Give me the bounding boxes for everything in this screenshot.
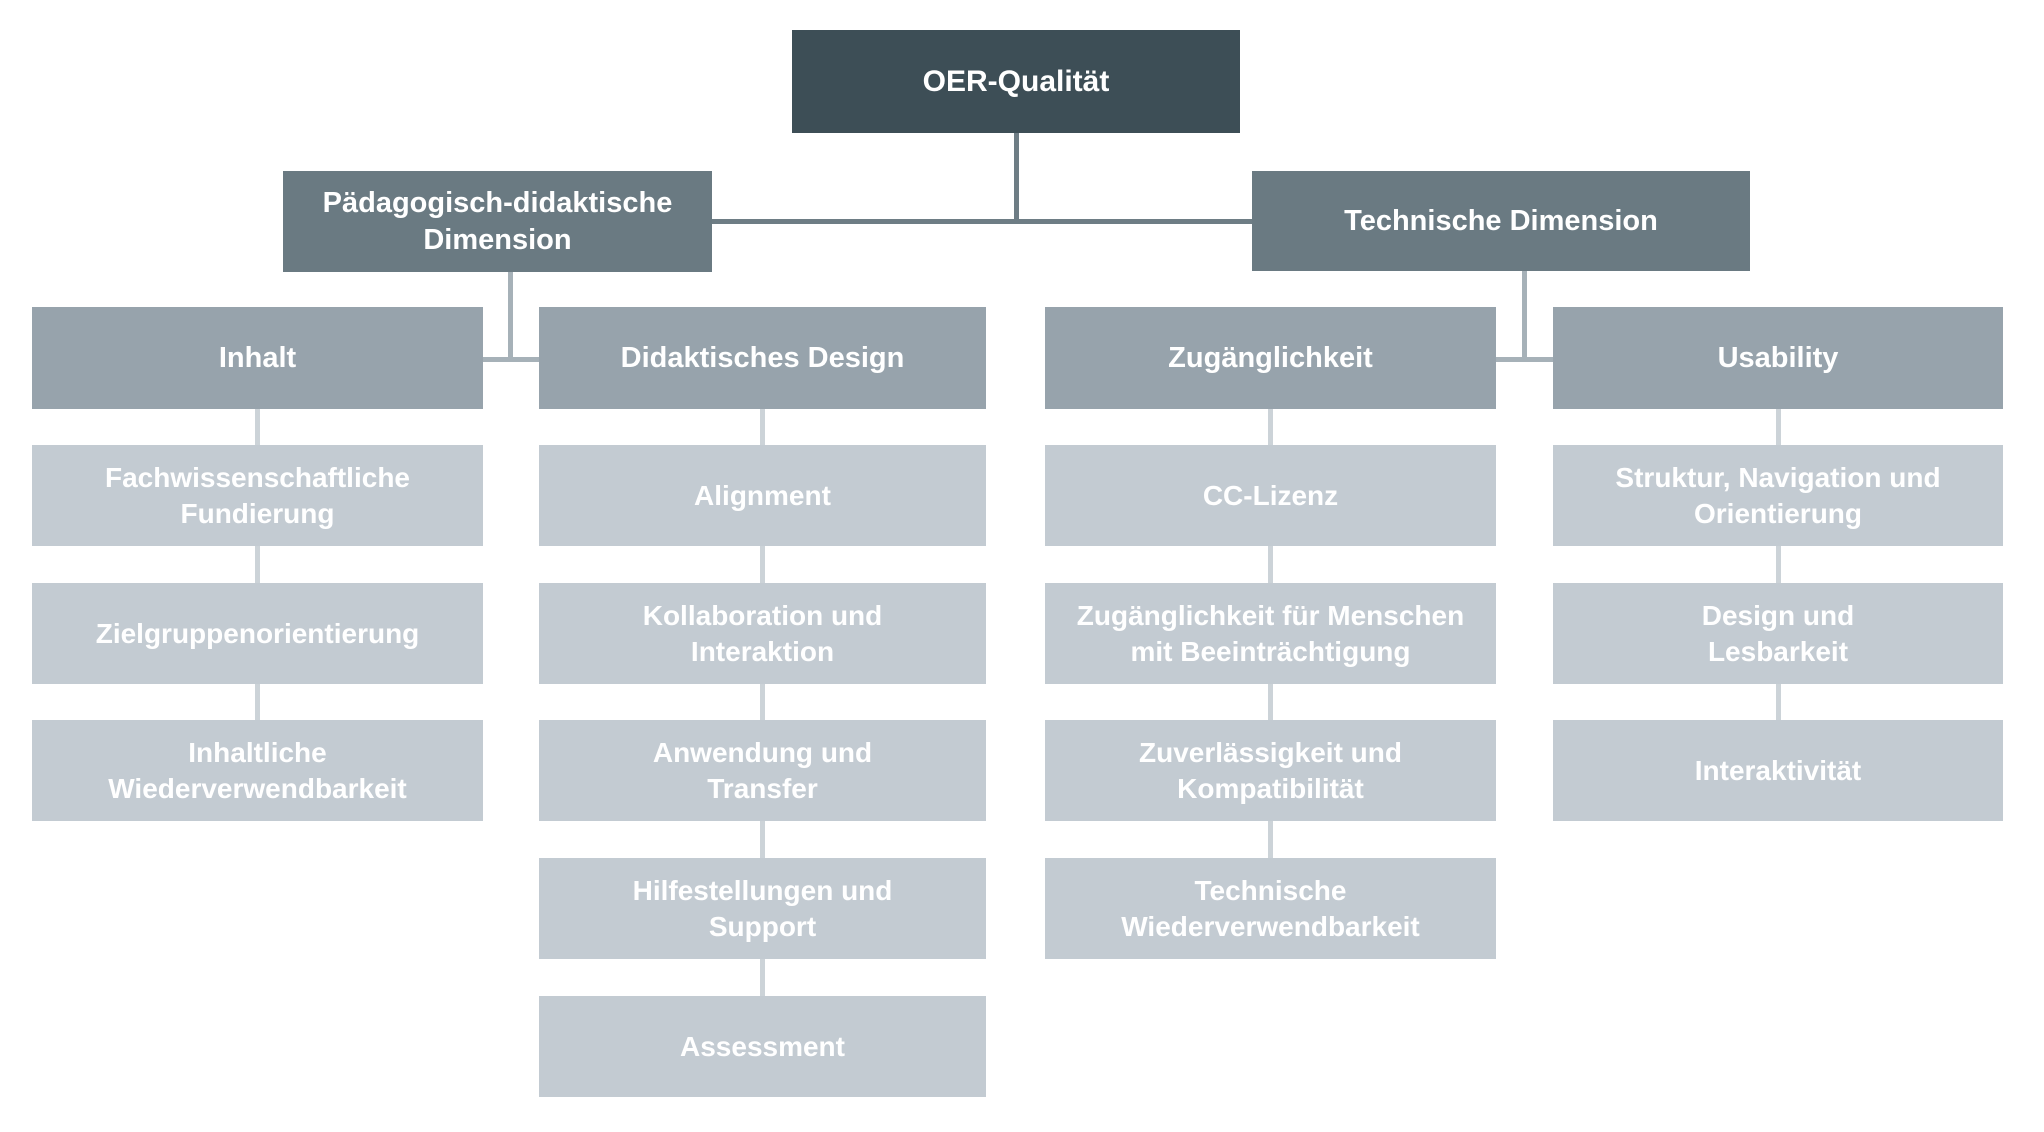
connector-col3-gap3 [1268, 684, 1273, 720]
connector-col2-gap3 [760, 684, 765, 720]
node-kollaboration-und-interaktion: Kollaboration und Interaktion [539, 583, 986, 684]
node-assessment: Assessment [539, 996, 986, 1097]
connector-dim1-vertical [508, 272, 513, 362]
connector-col2-gap5 [760, 959, 765, 996]
node-inhaltliche-wiederverwendbarkeit: Inhaltliche Wiederverwendbarkeit [32, 720, 483, 821]
connector-col4-gap2 [1776, 546, 1781, 583]
connector-col1-gap1 [255, 409, 260, 445]
connector-col2-gap1 [760, 409, 765, 445]
node-zugaenglichkeit-fuer-menschen: Zugänglichkeit für Menschen mit Beeinträ… [1045, 583, 1496, 684]
connector-col2-gap2 [760, 546, 765, 583]
node-alignment: Alignment [539, 445, 986, 546]
connector-col3-gap4 [1268, 821, 1273, 858]
connector-dim2-vertical [1522, 271, 1527, 362]
connector-col1-gap3 [255, 684, 260, 720]
node-fachwissenschaftliche-fundierung: Fachwissenschaftliche Fundierung [32, 445, 483, 546]
connector-col4-gap3 [1776, 684, 1781, 720]
connector-dim2-horizontal [1496, 357, 1553, 362]
node-hilfestellungen-und-support: Hilfestellungen und Support [539, 858, 986, 959]
node-design-und-lesbarkeit: Design und Lesbarkeit [1553, 583, 2003, 684]
node-paedagogisch-didaktische-dimension: Pädagogisch-didaktische Dimension [283, 171, 712, 272]
node-zuverlaessigkeit-und-kompatibilitaet: Zuverlässigkeit und Kompatibilität [1045, 720, 1496, 821]
connector-root-vertical [1014, 133, 1019, 224]
node-oer-qualitaet: OER-Qualität [792, 30, 1240, 133]
connector-root-horizontal [712, 219, 1252, 224]
connector-col1-gap2 [255, 546, 260, 583]
connector-col2-gap4 [760, 821, 765, 858]
node-didaktisches-design: Didaktisches Design [539, 307, 986, 409]
node-interaktivitaet: Interaktivität [1553, 720, 2003, 821]
node-usability: Usability [1553, 307, 2003, 409]
node-anwendung-und-transfer: Anwendung und Transfer [539, 720, 986, 821]
node-zugaenglichkeit: Zugänglichkeit [1045, 307, 1496, 409]
node-technische-dimension: Technische Dimension [1252, 171, 1750, 271]
connector-col3-gap2 [1268, 546, 1273, 583]
node-inhalt: Inhalt [32, 307, 483, 409]
connector-col4-gap1 [1776, 409, 1781, 445]
node-cc-lizenz: CC-Lizenz [1045, 445, 1496, 546]
node-zielgruppenorientierung: Zielgruppenorientierung [32, 583, 483, 684]
connector-dim1-horizontal [483, 357, 539, 362]
node-technische-wiederverwendbarkeit: Technische Wiederverwendbarkeit [1045, 858, 1496, 959]
node-struktur-navigation-orientierung: Struktur, Navigation und Orientierung [1553, 445, 2003, 546]
connector-col3-gap1 [1268, 409, 1273, 445]
